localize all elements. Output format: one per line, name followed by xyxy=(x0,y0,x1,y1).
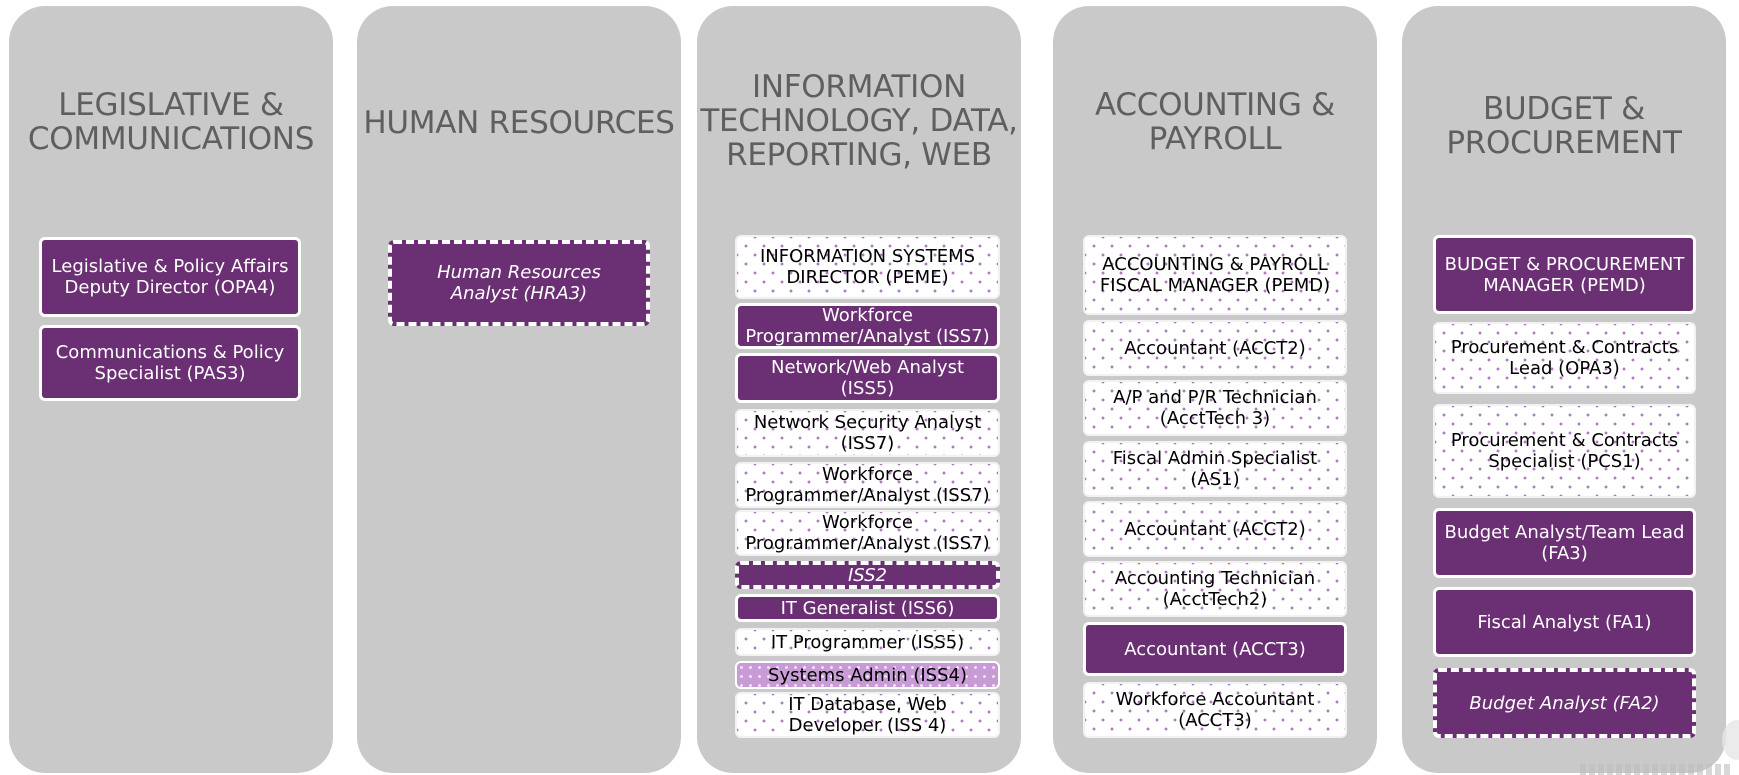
position-box: Workforce Programmer/Analyst (ISS7) xyxy=(735,303,1000,349)
position-box: Budget Analyst/Team Lead (FA3) xyxy=(1433,508,1696,578)
column-title: ACCOUNTING & PAYROLL xyxy=(1095,87,1335,157)
position-box: Network Security Analyst (ISS7) xyxy=(735,409,1000,457)
seal-mark xyxy=(1722,720,1739,760)
position-box: Workforce Programmer/Analyst (ISS7) xyxy=(735,462,1000,508)
position-box: Fiscal Admin Specialist (AS1) xyxy=(1083,441,1347,497)
position-box: Accountant (ACCT2) xyxy=(1083,320,1347,376)
position-box: Fiscal Analyst (FA1) xyxy=(1433,587,1696,657)
column-title: BUDGET & PROCUREMENT xyxy=(1446,91,1682,161)
position-box: Legislative & Policy Affairs Deputy Dire… xyxy=(39,237,301,317)
position-box: Network/Web Analyst (ISS5) xyxy=(735,353,1000,403)
column-title: HUMAN RESOURCES xyxy=(363,105,675,141)
position-box: A/P and P/R Technician (AcctTech 3) xyxy=(1083,380,1347,436)
position-box: Procurement & Contracts Specialist (PCS1… xyxy=(1433,404,1696,498)
position-box: IT Database, Web Developer (ISS 4) xyxy=(735,692,1000,738)
position-box: Budget Analyst (FA2) xyxy=(1433,668,1696,738)
position-box: Workforce Accountant (ACCT3) xyxy=(1083,682,1347,738)
column-human-resources: HUMAN RESOURCES xyxy=(357,6,681,773)
column-title: INFORMATION TECHNOLOGY, DATA, REPORTING,… xyxy=(700,69,1018,173)
position-box: Communications & Policy Specialist (PAS3… xyxy=(39,325,301,401)
position-box: IT Generalist (ISS6) xyxy=(735,594,1000,622)
position-box: BUDGET & PROCUREMENT MANAGER (PEMD) xyxy=(1433,235,1696,314)
position-box: INFORMATION SYSTEMS DIRECTOR (PEME) xyxy=(735,235,1000,299)
corner-watermark xyxy=(1580,764,1730,775)
position-box: Workforce Programmer/Analyst (ISS7) xyxy=(735,510,1000,556)
position-box: ISS2 xyxy=(735,561,1000,589)
position-box: Systems Admin (ISS4) xyxy=(735,661,1000,689)
column-title: LEGISLATIVE & COMMUNICATIONS xyxy=(27,87,315,157)
position-box: Accountant (ACCT3) xyxy=(1083,622,1347,676)
position-box: IT Programmer (ISS5) xyxy=(735,628,1000,656)
position-box: Accountant (ACCT2) xyxy=(1083,501,1347,557)
position-box: Human Resources Analyst (HRA3) xyxy=(388,240,650,326)
position-box: Accounting Technician (AcctTech2) xyxy=(1083,561,1347,617)
position-box: Procurement & Contracts Lead (OPA3) xyxy=(1433,322,1696,394)
position-box: ACCOUNTING & PAYROLL FISCAL MANAGER (PEM… xyxy=(1083,235,1347,315)
